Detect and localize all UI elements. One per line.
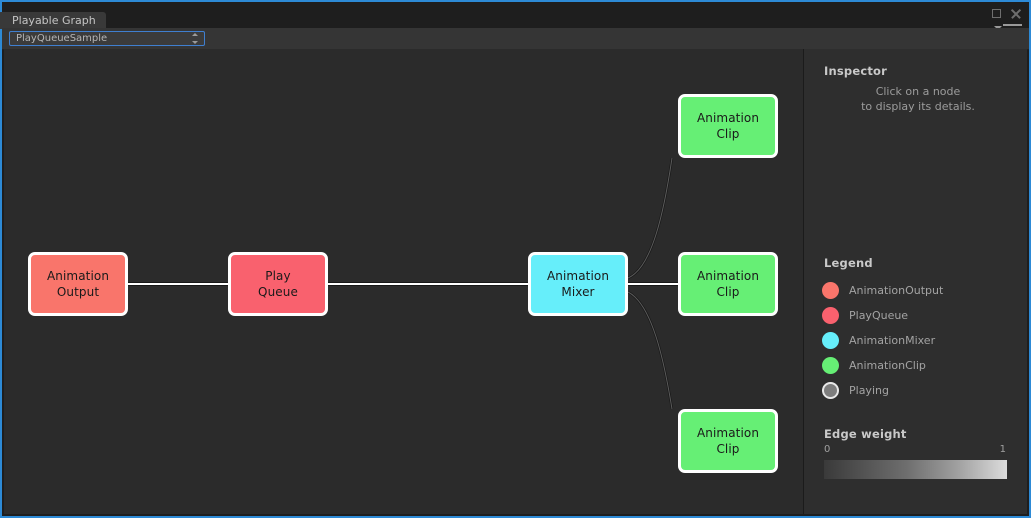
legend-swatch-icon	[822, 282, 839, 299]
graph-node-label-line1: Animation	[696, 111, 760, 125]
edge-weight-gradient-bar	[824, 460, 1007, 479]
legend-item-label: PlayQueue	[849, 309, 909, 322]
graph-toolbar: PlayQueueSample	[2, 28, 1029, 50]
edge-weight-max-label: 1	[999, 444, 1006, 455]
legend-swatch-icon	[822, 357, 839, 374]
legend-item-animationclip: AnimationClip	[820, 353, 1010, 378]
legend-item-playing: Playing	[820, 378, 1010, 403]
edge-mixer-clip-bottom	[627, 291, 673, 410]
inspector-hint-line2: to display its details.	[861, 100, 975, 113]
legend-item-label: AnimationClip	[849, 359, 926, 372]
legend-swatch-icon	[822, 307, 839, 324]
graph-node-label-line1: Animation	[546, 269, 610, 283]
updown-arrows-icon	[192, 33, 199, 44]
graph-node-label-line2: Clip	[716, 285, 740, 299]
graph-node-label-line1: Animation	[696, 426, 760, 440]
edge-layer	[128, 157, 678, 410]
legend-item-animationmixer: AnimationMixer	[820, 328, 1010, 353]
graph-node-label-line1: Play	[265, 269, 291, 283]
legend-title: Legend	[824, 256, 873, 270]
graph-node-label-line1: Animation	[46, 269, 110, 283]
graph-node-label-line2: Queue	[258, 285, 298, 299]
close-icon[interactable]	[1010, 8, 1021, 19]
graph-select-value: PlayQueueSample	[16, 33, 108, 44]
graph-node-label-line2: Mixer	[561, 285, 595, 299]
window-controls	[992, 8, 1021, 19]
inspector-title: Inspector	[824, 64, 888, 78]
edge-weight-min-label: 0	[824, 444, 831, 455]
legend-swatch-icon	[822, 382, 839, 399]
legend-item-label: AnimationOutput	[849, 284, 944, 297]
maximize-icon[interactable]	[992, 9, 1001, 18]
graph-node-label-line2: Clip	[716, 442, 740, 456]
inspector-hint-line1: Click on a node	[875, 85, 961, 98]
graph-node-label-line1: Animation	[696, 269, 760, 283]
legend-item-label: AnimationMixer	[849, 334, 936, 347]
tab-label: Playable Graph	[12, 14, 96, 27]
graph-node-label-line2: Clip	[716, 127, 740, 141]
legend-item-animationoutput: AnimationOutput	[820, 278, 1010, 303]
edge-weight-title: Edge weight	[824, 427, 907, 441]
inspector-panel: Inspector Click on a node to display its…	[804, 49, 1027, 514]
legend-swatch-icon	[822, 332, 839, 349]
legend-item-playqueue: PlayQueue	[820, 303, 1010, 328]
panel-divider[interactable]	[803, 49, 804, 514]
edge-mixer-clip-top	[627, 157, 673, 279]
tab-playable-graph[interactable]: Playable Graph	[0, 12, 106, 29]
window-titlebar: Playable Graph	[0, 2, 1029, 34]
graph-select-dropdown[interactable]: PlayQueueSample	[9, 31, 205, 46]
legend-item-label: Playing	[849, 384, 889, 397]
inspector-hint: Click on a node to display its details.	[824, 84, 1012, 114]
graph-node-label-line2: Output	[56, 285, 100, 299]
